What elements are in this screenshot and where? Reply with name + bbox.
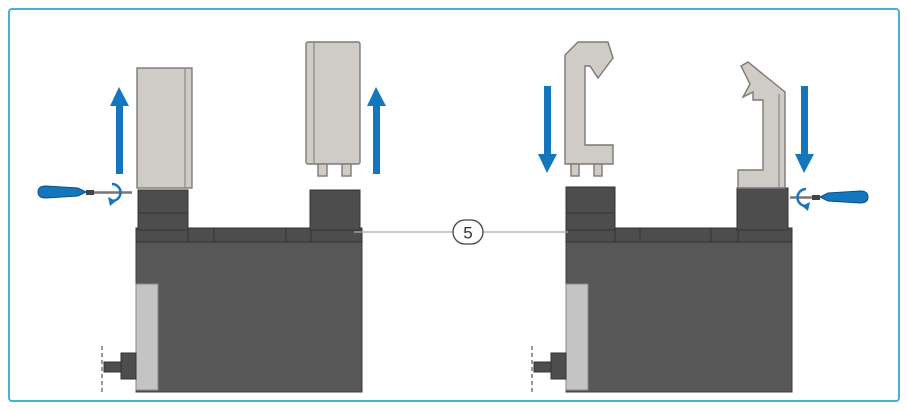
diagram-frame (8, 8, 900, 402)
right-connector (550, 352, 567, 380)
right-right-jaw-base-step (710, 227, 739, 243)
new-left-jaw-pin-1 (570, 163, 580, 177)
left-connector-pin (103, 361, 122, 373)
left-jaw-base-upper (137, 189, 189, 215)
right-jaw-base-upper (309, 189, 361, 231)
left-side-plate (135, 283, 159, 391)
callout-5: 5 (354, 219, 568, 245)
right-left-jaw-base-step (614, 227, 641, 243)
new-left-jaw-pin-2 (593, 163, 603, 177)
left-jaw-removed (136, 67, 193, 189)
right-connector-pin (533, 361, 552, 373)
left-jaw-base-lower (137, 212, 189, 231)
left-gripper-body (135, 239, 363, 393)
arrow-up-icon (110, 87, 129, 174)
left-connector (120, 352, 137, 380)
new-left-jaw (564, 41, 614, 165)
rotation-arrow-head (108, 197, 116, 206)
right-left-jaw-base-lower (565, 212, 616, 231)
right-jaw-pin-2 (341, 163, 352, 177)
callout-ring (452, 219, 484, 245)
left-gripper (37, 41, 386, 393)
right-right-jaw-base-upper (736, 187, 789, 231)
new-right-jaw (737, 61, 786, 189)
callout-label: 5 (463, 224, 472, 243)
left-jaw-base-step (187, 227, 215, 243)
right-jaw-pin-1 (317, 163, 328, 177)
screwdriver-icon (790, 190, 869, 204)
right-jaw-removed (305, 41, 361, 165)
arrow-up-icon (367, 87, 386, 174)
right-gripper-body (565, 239, 793, 393)
right-side-plate (565, 283, 589, 391)
screwdriver-icon (37, 185, 132, 199)
right-gripper (531, 41, 869, 393)
right-left-jaw-base-upper (565, 186, 616, 215)
arrow-down-icon (538, 86, 557, 173)
arrow-down-icon (795, 86, 814, 173)
right-jaw-base-step (285, 227, 312, 243)
rotation-arrow-head (802, 202, 810, 211)
